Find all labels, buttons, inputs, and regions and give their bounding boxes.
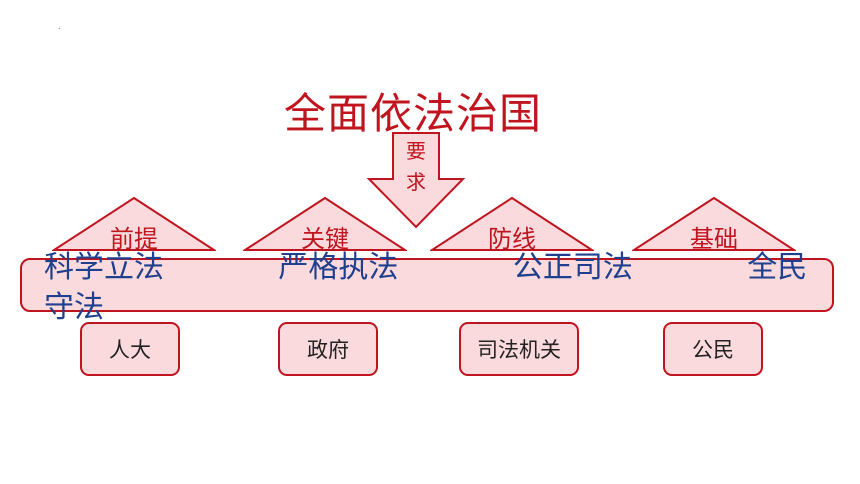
triangle-shape-1 <box>52 196 216 251</box>
arrow-label: 要求 <box>406 139 426 194</box>
subject-box-3: 司法机关 <box>459 322 579 376</box>
pillar-label-1: 前提 <box>110 225 158 253</box>
subject-box-1: 人大 <box>80 322 180 376</box>
pillar-label-2: 关键 <box>301 225 349 253</box>
stray-dot: . <box>58 22 61 31</box>
triangle-shape-3 <box>430 196 594 251</box>
subject-box-4: 公民 <box>663 322 763 376</box>
principles-text: 科学立法 严格执法 公正司法 全民守法 <box>44 250 808 325</box>
pillar-label-3: 防线 <box>488 225 536 253</box>
down-arrow-shape <box>366 132 466 229</box>
triangle-shape-2 <box>243 196 407 251</box>
subject-box-2: 政府 <box>278 322 378 376</box>
triangle-shape-4 <box>632 196 796 251</box>
diagram-title: 全面依法治国 <box>283 89 542 138</box>
pillar-label-4: 基础 <box>690 225 738 253</box>
principles-band <box>20 258 834 312</box>
